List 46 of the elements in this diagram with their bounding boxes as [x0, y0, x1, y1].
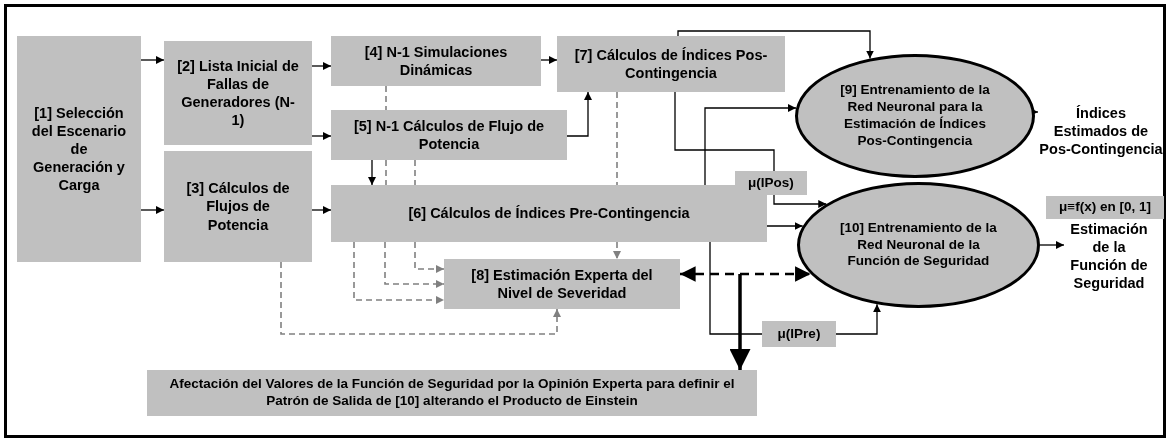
node-label: [7] Cálculos de Índices Pos-Contingencia	[573, 45, 769, 83]
arrow	[540, 56, 558, 64]
node-label: [4] N-1 Simulaciones Dinámicas	[363, 42, 509, 80]
arrow	[311, 206, 332, 214]
node-label: [2] Lista Inicial de Fallas de Generadores (N-1)	[176, 56, 300, 130]
process-box	[331, 110, 567, 160]
arrow	[773, 194, 827, 208]
signal-tag	[1046, 196, 1164, 219]
arrow	[677, 30, 874, 60]
arrow	[368, 159, 376, 186]
signal-tag	[762, 321, 836, 347]
node-label: Estimación de la Función de Seguridad	[1069, 219, 1149, 293]
arrow	[311, 132, 332, 140]
arrow	[140, 206, 165, 214]
process-box	[147, 370, 757, 416]
arrow	[1039, 241, 1065, 249]
node-label: [3] Cálculos de Flujos de Potencia	[185, 179, 291, 234]
node-label: [1] Selección del Escenario de Generación y Carga	[30, 103, 128, 195]
arrow	[704, 104, 797, 186]
signal-tag	[735, 171, 807, 195]
node-label: Índices Estimados de Pos-Contingencia	[1038, 103, 1164, 159]
dashed-arrow	[280, 261, 561, 335]
node-label: μ≡f(x) en [0, 1]	[1059, 199, 1151, 216]
node-label: [5] N-1 Cálculos de Flujo de Potencia	[352, 116, 546, 154]
process-box	[164, 151, 312, 262]
process-box	[331, 36, 541, 86]
dashed-arrow	[680, 266, 811, 282]
node-label: [8] Estimación Experta del Nivel de Severidad	[470, 265, 654, 303]
node-label: Afectación del Valores de la Función de Seguridad por la Opinión Experta para definir el Patrón de Salida de [10] alterando el Producto de Einstein	[168, 376, 736, 410]
process-box	[557, 36, 785, 92]
node-label: μ(IPre)	[777, 325, 821, 343]
arrow	[729, 274, 751, 370]
process-box	[444, 259, 680, 309]
process-box	[17, 36, 141, 262]
node-label: μ(IPos)	[748, 174, 794, 192]
dashed-arrow	[414, 241, 445, 273]
node-label: [10] Entrenamiento de la Red Neuronal de la Función de Seguridad	[839, 219, 998, 271]
arrow	[140, 56, 165, 64]
node-label: [9] Entrenamiento de la Red Neuronal para la Estimación de Índices Pos-Contingencia	[839, 82, 991, 150]
arrow	[311, 62, 332, 70]
node-label: [6] Cálculos de Índices Pre-Contingencia	[408, 204, 690, 223]
process-box	[164, 41, 312, 145]
arrow	[566, 91, 592, 137]
dashed-arrow	[384, 241, 445, 288]
dashed-arrow	[353, 241, 445, 304]
dashed-arrow	[613, 241, 621, 260]
